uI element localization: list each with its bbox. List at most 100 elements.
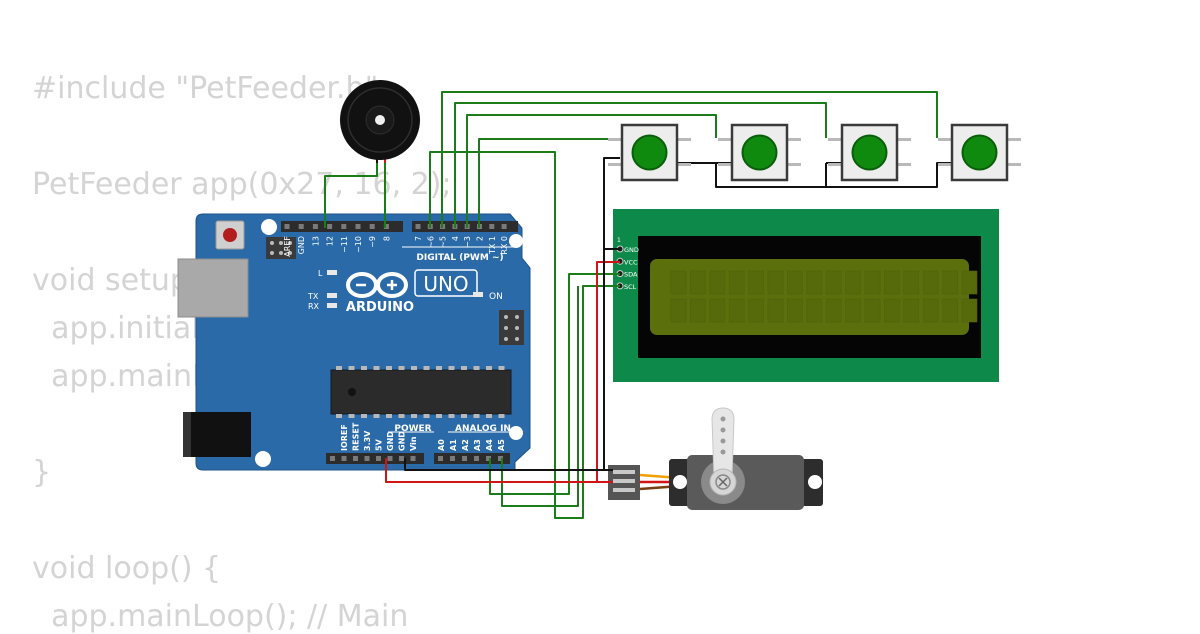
- lcd-cell: [709, 298, 726, 323]
- lcd-cell: [787, 270, 803, 295]
- power-pin-hole[interactable]: [330, 456, 335, 461]
- servo-mount-hole: [808, 475, 822, 489]
- power-pin-label: 5V: [375, 438, 384, 451]
- code-line: PetFeeder app(0x27, 16, 2);: [32, 167, 452, 202]
- lcd-cell: [884, 298, 900, 323]
- lcd-cell: [767, 298, 784, 323]
- led-tx: [327, 293, 337, 298]
- analog-pin-hole[interactable]: [462, 456, 467, 461]
- push-button-2[interactable]: [718, 123, 801, 182]
- analog-pin-hole[interactable]: [474, 456, 479, 461]
- led-l: [327, 270, 337, 275]
- analog-pin-hole[interactable]: [486, 456, 491, 461]
- led-l-label: L: [318, 269, 323, 278]
- lcd-cell: [787, 298, 803, 323]
- power-pin-label: IOREF: [340, 424, 349, 451]
- digital-pin-label: 8: [382, 236, 391, 241]
- lcd-cell: [942, 270, 958, 295]
- push-button-3[interactable]: [828, 123, 911, 182]
- wire-button-3: [454, 102, 827, 228]
- digital-pin-hole[interactable]: [489, 224, 495, 229]
- digital-pin-hole[interactable]: [383, 224, 389, 229]
- analog-header: [434, 453, 510, 464]
- digital-pin-label: TX 1: [488, 236, 497, 255]
- led-on-label: ON: [489, 292, 503, 302]
- wire-button-4: [441, 91, 938, 228]
- power-pin-hole[interactable]: [364, 456, 370, 461]
- digital-pin-hole[interactable]: [298, 224, 304, 229]
- digital-pin-label: 4: [451, 236, 460, 241]
- button-housing: [620, 123, 679, 182]
- button-cap[interactable]: [631, 134, 668, 171]
- code-line: }: [32, 455, 52, 490]
- digital-pin-label: 7: [414, 236, 423, 241]
- digital-pin-hole[interactable]: [327, 224, 333, 229]
- digital-pin-hole[interactable]: [369, 224, 375, 229]
- power-pin-hole[interactable]: [341, 456, 347, 461]
- lcd-cell: [670, 298, 687, 323]
- lcd-screen: [650, 259, 969, 335]
- button-cap[interactable]: [741, 134, 778, 171]
- lcd-cell: [864, 298, 881, 323]
- wire-lcd-scl: [429, 151, 620, 519]
- lcd-cell: [884, 270, 900, 295]
- analog-pin-label: A4: [485, 439, 494, 451]
- digital-pin-label: GND: [297, 236, 306, 254]
- lcd-cell: [728, 298, 745, 323]
- lcd-cell: [864, 270, 881, 295]
- arduino-brand: ARDUINO: [346, 300, 414, 315]
- digital-pin-hole[interactable]: [284, 224, 290, 229]
- digital-pin-hole[interactable]: [341, 224, 347, 229]
- atmega-chip: [330, 369, 512, 415]
- button-cap[interactable]: [961, 134, 998, 171]
- analog-pin-label: A5: [497, 439, 506, 451]
- lcd-cell: [961, 270, 978, 295]
- digital-pin-label: 13: [311, 236, 320, 246]
- digital-pin-hole[interactable]: [312, 224, 318, 229]
- analog-pin-hole[interactable]: [450, 456, 455, 461]
- led-rx: [327, 303, 337, 308]
- analog-pin-hole[interactable]: [498, 456, 503, 461]
- analog-pin-label: A2: [461, 439, 470, 451]
- mounting-hole: [509, 234, 523, 248]
- lcd-cell: [748, 298, 764, 323]
- icsp-header-right: [499, 310, 524, 345]
- analog-pin-hole[interactable]: [438, 456, 443, 461]
- push-button-4[interactable]: [938, 123, 1021, 182]
- power-pin-label: GND: [386, 431, 395, 451]
- lcd-cell: [728, 270, 745, 295]
- push-buttons[interactable]: [608, 123, 1021, 182]
- power-pin-hole[interactable]: [410, 456, 416, 461]
- led-on: [473, 292, 483, 297]
- mounting-hole: [255, 451, 271, 467]
- power-pin-hole[interactable]: [353, 456, 358, 461]
- lcd-cell: [903, 270, 920, 295]
- lcd-cell: [825, 270, 842, 295]
- digital-pin-hole[interactable]: [501, 224, 507, 229]
- digital-pin-hole[interactable]: [355, 224, 361, 229]
- power-pin-hole[interactable]: [387, 456, 393, 461]
- wires: [324, 91, 952, 519]
- digital-pin-hole[interactable]: [415, 224, 421, 229]
- chip-legs: [336, 366, 505, 418]
- wire-button-2: [466, 114, 717, 228]
- usb-connector: [177, 258, 249, 318]
- power-label: POWER: [394, 424, 431, 434]
- button-cap[interactable]: [851, 134, 888, 171]
- lcd-pin-label: GND: [624, 246, 639, 254]
- power-pin-hole[interactable]: [399, 456, 404, 461]
- reset-button-cap[interactable]: [223, 228, 237, 242]
- power-jack-edge: [183, 412, 191, 457]
- push-button-1[interactable]: [608, 123, 691, 182]
- mounting-hole: [509, 426, 523, 440]
- uno-badge: [414, 269, 478, 297]
- servo-motor[interactable]: [608, 407, 823, 510]
- piezo-buzzer[interactable]: [340, 80, 420, 163]
- power-pin-hole[interactable]: [376, 456, 381, 461]
- lcd-cell: [845, 270, 861, 295]
